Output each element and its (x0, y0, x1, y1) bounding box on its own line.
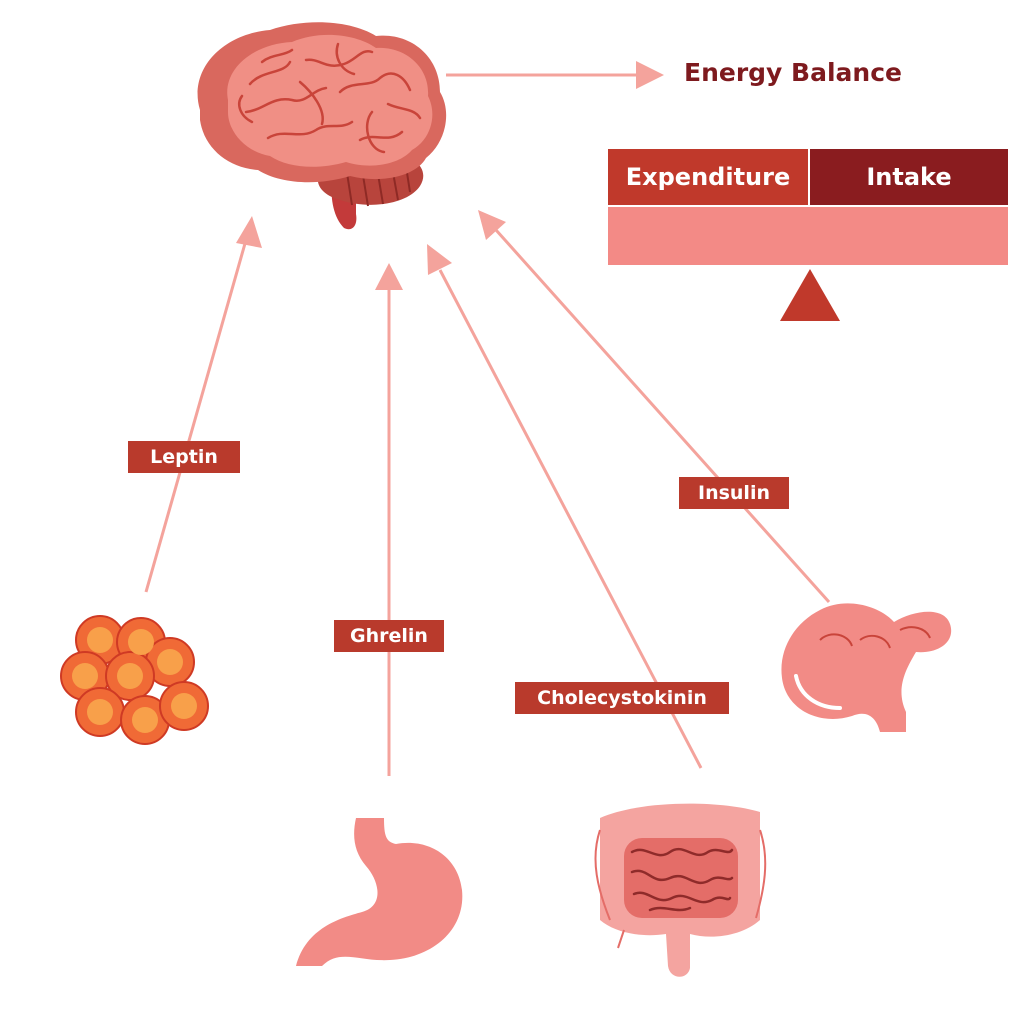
expenditure-label: Expenditure (625, 163, 791, 191)
leptin-arrow (144, 216, 262, 593)
brain-icon (197, 22, 447, 230)
energy-balance-title: Energy Balance (684, 58, 902, 87)
scale-beam (608, 207, 1008, 265)
insulin-label: Insulin (679, 477, 789, 509)
balance-scale (608, 149, 1008, 321)
intake-label: Intake (866, 163, 952, 191)
stomach-icon (296, 818, 463, 966)
pancreas-icon (781, 603, 952, 732)
scale-fulcrum (780, 269, 840, 321)
ghrelin-label: Ghrelin (334, 620, 444, 652)
fat-cells-icon (60, 615, 209, 745)
leptin-label: Leptin (128, 441, 240, 473)
brain-to-energy-arrow (446, 61, 664, 89)
ghrelin-arrow (375, 263, 403, 776)
expenditure-block (608, 149, 808, 205)
intake-block (810, 149, 1008, 205)
insulin-arrow (478, 210, 831, 604)
cholecystokinin-label: Cholecystokinin (515, 682, 729, 714)
intestines-icon (594, 803, 767, 977)
